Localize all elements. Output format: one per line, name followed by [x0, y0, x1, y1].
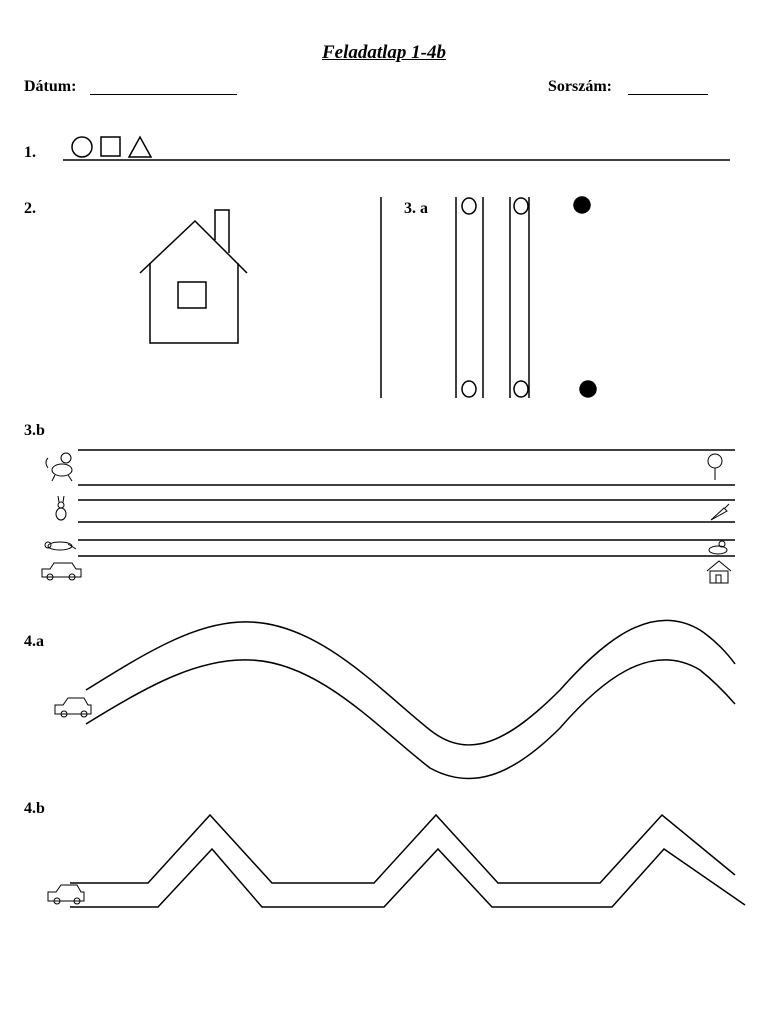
task-1-label: 1.: [24, 144, 36, 161]
circle-icon: [71, 136, 93, 158]
number-label: Sorszám:: [548, 78, 612, 95]
house-drawing: [139, 209, 248, 344]
triangle-icon: [127, 135, 153, 158]
end-dot: [579, 380, 597, 398]
zigzag-road[interactable]: [70, 813, 746, 908]
car-icon: [54, 697, 92, 718]
task-2-label: 2.: [24, 200, 36, 217]
task-3b-label: 3.b: [24, 422, 45, 439]
vertical-track-2[interactable]: [509, 197, 530, 398]
task-1-shapes: [71, 135, 153, 158]
date-label: Dátum:: [24, 78, 77, 95]
bird-icon: [44, 541, 77, 551]
page-title: Feladatlap 1-4b: [321, 42, 447, 63]
house-icon: [706, 560, 732, 584]
square-icon: [100, 136, 121, 157]
car-icon: [41, 562, 82, 581]
date-field[interactable]: [90, 80, 237, 95]
carrot-icon: [710, 503, 730, 521]
rabbit-icon: [55, 495, 67, 521]
start-dot: [573, 196, 591, 214]
tree-icon: [707, 453, 723, 480]
task-4b-label: 4.b: [24, 800, 45, 817]
bird-nest-icon: [708, 540, 728, 555]
vertical-track-1[interactable]: [455, 197, 484, 398]
dog-icon: [45, 452, 73, 482]
number-field[interactable]: [628, 80, 708, 95]
house-window: [177, 281, 207, 309]
task-3a-label: 3. a: [404, 200, 428, 217]
car-icon: [47, 884, 85, 905]
task-4a-label: 4.a: [24, 633, 44, 650]
wavy-road[interactable]: [85, 619, 736, 780]
horizontal-lanes[interactable]: [78, 449, 735, 557]
